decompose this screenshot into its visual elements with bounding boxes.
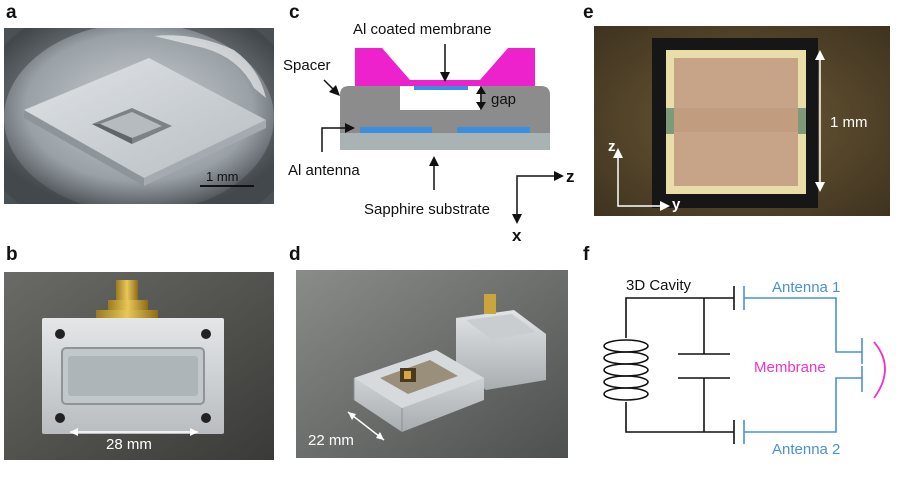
panel-label-a: a bbox=[6, 2, 17, 23]
panel-label-f: f bbox=[583, 244, 590, 265]
antenna-network bbox=[743, 286, 863, 444]
axis-label-y-e: y bbox=[672, 196, 681, 213]
label-al-antenna: Al antenna bbox=[288, 162, 360, 179]
spacer-layer bbox=[340, 86, 550, 133]
membrane-arc bbox=[873, 341, 886, 399]
label-spacer: Spacer bbox=[283, 57, 331, 74]
scalebar-a bbox=[200, 185, 254, 187]
inductor-coil bbox=[603, 297, 734, 433]
sem-image-membrane-chip: 1 mm bbox=[4, 28, 274, 204]
dimension-label-b: 28 mm bbox=[106, 436, 152, 453]
axis-label-z-c: z bbox=[566, 167, 575, 186]
membrane-al-coating bbox=[414, 86, 468, 90]
photo-cavity-open: 22 mm bbox=[296, 270, 568, 458]
label-al-coated-membrane: Al coated membrane bbox=[353, 21, 491, 38]
panel-label-e: e bbox=[583, 2, 594, 23]
optical-image-membrane: 1 mm z y bbox=[594, 26, 890, 216]
label-3d-cavity: 3D Cavity bbox=[626, 277, 692, 294]
scalebar-label-a: 1 mm bbox=[206, 169, 239, 184]
cavity-capacitor bbox=[678, 286, 735, 444]
label-membrane: Membrane bbox=[754, 359, 826, 376]
membrane bbox=[400, 80, 480, 86]
cavity-photo-illustration bbox=[4, 272, 274, 460]
membrane-frame-right bbox=[480, 48, 535, 86]
dimension-label-d: 22 mm bbox=[308, 432, 354, 449]
panel-label-b: b bbox=[6, 244, 18, 265]
antenna-right bbox=[457, 127, 530, 133]
axis-label-z-e: z bbox=[608, 138, 616, 155]
sapphire-substrate bbox=[340, 133, 550, 150]
photo-cavity-top: 28 mm bbox=[4, 272, 274, 460]
label-antenna-1: Antenna 1 bbox=[772, 279, 840, 296]
label-gap: gap bbox=[491, 91, 516, 108]
sem-illustration bbox=[4, 28, 274, 204]
scale-label-e: 1 mm bbox=[830, 114, 868, 131]
equivalent-circuit: 3D Cavity Antenna 1 Antenna 2 Membrane bbox=[603, 277, 886, 458]
membrane-frame-left bbox=[355, 48, 410, 86]
cross-section-schematic: Al coated membrane Spacer gap Al antenna… bbox=[283, 21, 575, 245]
label-sapphire-substrate: Sapphire substrate bbox=[364, 201, 490, 218]
optical-illustration bbox=[594, 26, 890, 216]
open-cavity-illustration bbox=[296, 270, 568, 458]
axis-label-x-c: x bbox=[512, 226, 522, 245]
antenna-left bbox=[360, 127, 432, 133]
panel-label-c: c bbox=[289, 2, 300, 23]
panel-label-d: d bbox=[289, 244, 301, 265]
label-antenna-2: Antenna 2 bbox=[772, 441, 840, 458]
